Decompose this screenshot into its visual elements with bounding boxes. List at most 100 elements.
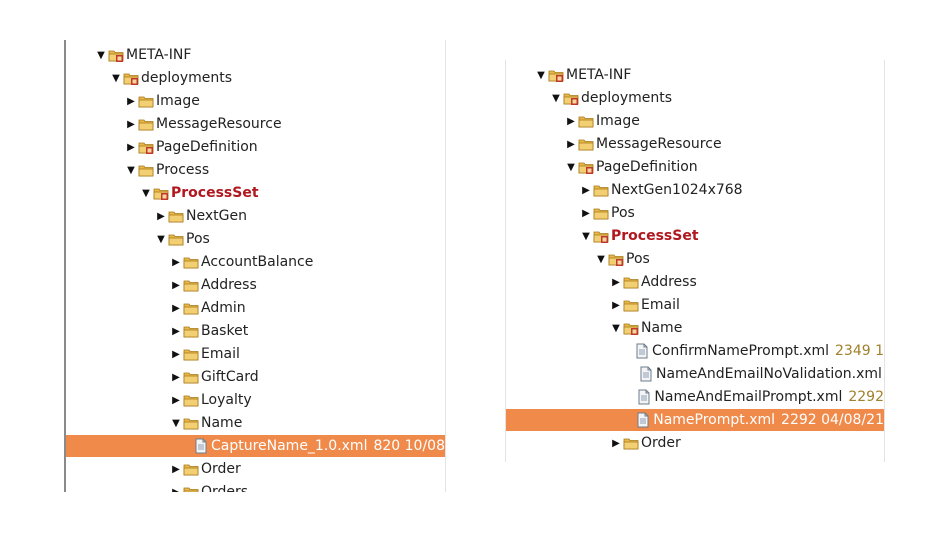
folder-icon (138, 116, 154, 132)
tree-folder-row[interactable]: ▶ Address (66, 274, 445, 296)
tree-folder-row[interactable]: ▶Image (506, 110, 884, 132)
tree-item-label: AccountBalance (201, 254, 314, 270)
expand-right-icon[interactable]: ▶ (567, 138, 575, 150)
expand-right-icon[interactable]: ▶ (127, 95, 135, 107)
expand-down-icon[interactable]: ▼ (97, 49, 105, 61)
tree-folder-row[interactable]: ▶ Loyalty (66, 389, 445, 411)
tree-folder-row[interactable]: ▼ Name (506, 317, 884, 339)
expand-right-icon[interactable]: ▶ (172, 302, 180, 314)
expand-down-icon[interactable]: ▼ (127, 164, 135, 176)
tree-folder-row[interactable]: ▼ProcessSet (506, 225, 884, 247)
tree-item-label: NextGen (186, 208, 247, 224)
expand-down-icon[interactable]: ▼ (597, 253, 605, 265)
file-meta: 820 10/08 (373, 438, 445, 454)
tree-item-label: Loyalty (201, 392, 252, 408)
xml-file-icon (638, 366, 654, 382)
tree-folder-row[interactable]: ▶Order (506, 432, 884, 454)
tree-item-label: deployments (141, 70, 233, 86)
tree-folder-row[interactable]: ▼PageDefinition (506, 156, 884, 178)
tree-folder-row[interactable]: ▶Pos (506, 202, 884, 224)
tree-folder-row[interactable]: ▼Pos (66, 228, 445, 250)
expand-down-icon[interactable]: ▼ (612, 322, 620, 334)
tree-folder-row[interactable]: ▶Order (66, 458, 445, 480)
tree-folder-row[interactable]: ▼ META-INF (66, 44, 445, 66)
tree-item-label: Image (156, 93, 200, 109)
expand-right-icon[interactable]: ▶ (172, 279, 180, 291)
tree-item-label: CaptureName_1.0.xml (210, 438, 368, 454)
tree-folder-row[interactable]: ▶Admin (66, 297, 445, 319)
tree-folder-row[interactable]: ▶MessageResource (506, 133, 884, 155)
tree-folder-row[interactable]: ▶PageDefinition (66, 136, 445, 158)
pkg-folder-icon (608, 251, 624, 267)
tree-file-row[interactable]: ▶NameAndEmailNoValidation.xml (506, 363, 884, 385)
tree-folder-row[interactable]: ▼Process (66, 159, 445, 181)
expand-down-icon[interactable]: ▼ (142, 187, 150, 199)
xml-file-icon (193, 438, 209, 454)
expand-right-icon[interactable]: ▶ (567, 115, 575, 127)
tree-folder-row[interactable]: ▼ deployments (66, 67, 445, 89)
tree-folder-row[interactable]: ▶Email (66, 343, 445, 365)
expand-right-icon[interactable]: ▶ (172, 371, 180, 383)
folder-icon (183, 392, 199, 408)
tree-folder-row[interactable]: ▶Basket (66, 320, 445, 342)
expand-down-icon[interactable]: ▼ (172, 417, 180, 429)
tree-folder-row[interactable]: ▶ NextGen (66, 205, 445, 227)
expand-down-icon[interactable]: ▼ (552, 92, 560, 104)
tree-item-label: NameAndEmailPrompt.xml (654, 389, 843, 405)
expand-right-icon[interactable]: ▶ (157, 210, 165, 222)
tree-folder-row[interactable]: ▶Orders (66, 481, 445, 492)
expand-right-icon[interactable]: ▶ (172, 394, 180, 406)
folder-icon (623, 435, 639, 451)
expand-right-icon[interactable]: ▶ (172, 486, 180, 493)
tree-folder-row[interactable]: ▶GiftCard (66, 366, 445, 388)
tree-folder-row[interactable]: ▼Name (66, 412, 445, 434)
tree-item-label: Name (641, 320, 683, 336)
tree-folder-row[interactable]: ▼ Pos (506, 248, 884, 270)
tree-folder-row[interactable]: ▼ META-INF (506, 64, 884, 86)
tree-item-label: NextGen1024x768 (611, 182, 743, 198)
folder-icon (593, 182, 609, 198)
tree-item-label: NamePrompt.xml (653, 412, 776, 428)
tree-item-label: deployments (581, 90, 673, 106)
tree-folder-row[interactable]: ▼ProcessSet (66, 182, 445, 204)
pkg-folder-icon (123, 70, 139, 86)
expand-down-icon[interactable]: ▼ (112, 72, 120, 84)
folder-icon (168, 231, 184, 247)
tree-folder-row[interactable]: ▶ AccountBalance (66, 251, 445, 273)
tree-item-label: Address (201, 277, 257, 293)
expand-down-icon[interactable]: ▼ (567, 161, 575, 173)
expand-right-icon[interactable]: ▶ (172, 256, 180, 268)
expand-down-icon[interactable]: ▼ (582, 230, 590, 242)
folder-icon (183, 415, 199, 431)
tree-folder-row[interactable]: ▶ NextGen1024x768 (506, 179, 884, 201)
tree-folder-row[interactable]: ▶Address (506, 271, 884, 293)
expand-right-icon[interactable]: ▶ (127, 118, 135, 130)
folder-icon (593, 205, 609, 221)
pkg-folder-icon (593, 228, 609, 244)
expand-right-icon[interactable]: ▶ (127, 141, 135, 153)
expand-right-icon[interactable]: ▶ (612, 299, 620, 311)
expand-right-icon[interactable]: ▶ (172, 348, 180, 360)
tree-item-label: META-INF (126, 47, 192, 63)
tree-folder-row[interactable]: ▶MessageResource (66, 113, 445, 135)
tree-item-label: META-INF (566, 67, 632, 83)
expand-right-icon[interactable]: ▶ (582, 184, 590, 196)
expand-down-icon[interactable]: ▼ (537, 69, 545, 81)
folder-icon (623, 297, 639, 313)
expand-right-icon[interactable]: ▶ (172, 325, 180, 337)
expand-right-icon[interactable]: ▶ (582, 207, 590, 219)
folder-icon (183, 254, 199, 270)
tree-item-label: Pos (626, 251, 650, 267)
tree-folder-row[interactable]: ▶ Image (66, 90, 445, 112)
tree-folder-row[interactable]: ▶Email (506, 294, 884, 316)
expand-right-icon[interactable]: ▶ (612, 437, 620, 449)
expand-down-icon[interactable]: ▼ (157, 233, 165, 245)
folder-icon (183, 484, 199, 492)
tree-folder-row[interactable]: ▼ deployments (506, 87, 884, 109)
expand-right-icon[interactable]: ▶ (612, 276, 620, 288)
expand-right-icon[interactable]: ▶ (172, 463, 180, 475)
